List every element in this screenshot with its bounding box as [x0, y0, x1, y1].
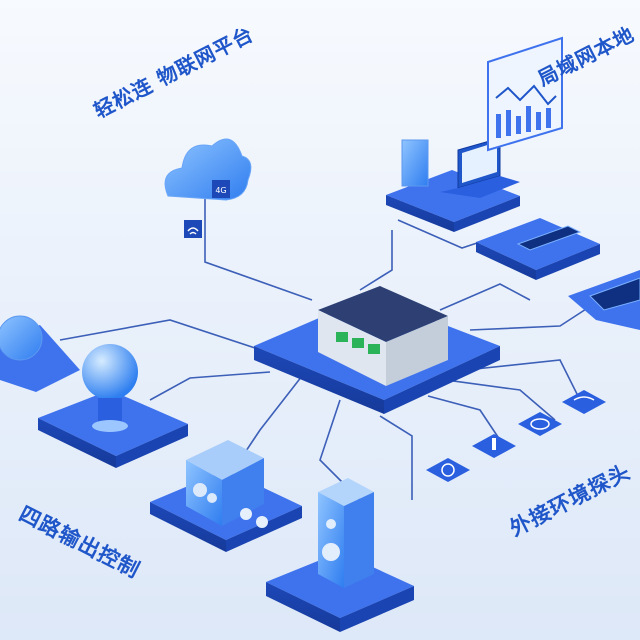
gear-motor-icon [186, 440, 268, 528]
co2-sensor-icon [518, 412, 562, 436]
speaker-node [266, 478, 414, 632]
speaker-icon [318, 478, 374, 588]
sensor-probes [426, 390, 606, 482]
wind-sensor-icon [562, 390, 606, 414]
4g-icon: 4G [212, 180, 230, 198]
phone-node [476, 218, 600, 280]
central-hub-node [254, 286, 500, 414]
relay-controller-icon [318, 286, 448, 386]
server-tower-icon [401, 139, 429, 187]
lightbulb-icon [82, 344, 138, 432]
tablet-node [568, 270, 640, 330]
temperature-sensor-icon [472, 434, 516, 458]
bulb-node [38, 344, 188, 468]
4g-label: 4G [215, 186, 226, 195]
fan-node [0, 315, 80, 392]
wifi-icon [184, 220, 202, 238]
motor-node [150, 440, 302, 552]
humidity-sensor-icon [426, 458, 470, 482]
connection-lines [59, 185, 601, 501]
cloud-platform-node: 4G [164, 138, 252, 238]
smartphone-icon [516, 225, 582, 251]
tablet-icon [589, 277, 640, 311]
lan-devices-node [386, 137, 520, 232]
fan-icon [0, 315, 43, 361]
lan-chart-panel [487, 36, 563, 152]
